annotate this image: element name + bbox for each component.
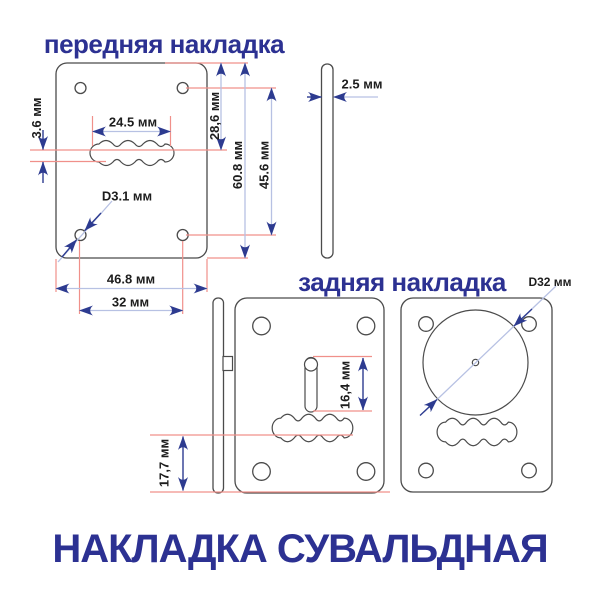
back-plate-title: задняя накладка: [298, 267, 507, 297]
dim-label-hole-span-h: 32 мм: [112, 295, 149, 310]
leader-arrow-circle-d-lower: [419, 398, 438, 417]
back-side-tab: [222, 355, 234, 372]
front-hole-bottom-left: [74, 228, 87, 242]
main-title: НАКЛАДКА СУВАЛЬДНАЯ: [52, 527, 547, 571]
front-hole-top-left: [74, 81, 87, 95]
dim-label-back-slot-len: 16,4 мм: [338, 361, 353, 409]
back-side-strip: [212, 297, 225, 494]
back-hole-bottom-left: [252, 462, 271, 481]
front-plate-title: передняя накладка: [44, 29, 285, 59]
front-plate-side-view: [320, 63, 334, 259]
back-hole-top-left: [252, 316, 271, 336]
front-plate-view: [55, 62, 208, 259]
leader-arrow-circle-d-upper: [513, 308, 533, 327]
leader-arrow-hole-d-lower: [61, 239, 78, 258]
dim-label-hole-d: D3.1 мм: [102, 189, 152, 204]
labels: передняя накладка задняя накладка НАКЛАД…: [29, 29, 572, 571]
leader-arrow-hole-d-upper: [84, 212, 102, 231]
back-slot-top-circle: [303, 357, 319, 372]
dimension-lines: [38, 62, 557, 491]
dim-label-hole-span-v: 45.6 мм: [257, 141, 272, 189]
back-hole-bottom-right: [356, 462, 376, 481]
outer-hole-top-right: [521, 316, 537, 332]
back-hole-top-right: [356, 316, 376, 336]
dim-label-top-to-slot: 28,6 мм: [207, 92, 222, 140]
outer-hole-bottom-left: [418, 462, 434, 479]
outer-hole-bottom-right: [521, 462, 537, 479]
dim-label-circle-d: D32 мм: [528, 275, 571, 289]
front-side-strip: [320, 63, 334, 259]
back-plate-inner-view: [234, 297, 385, 494]
dim-label-plate-height: 60.8 мм: [230, 141, 245, 189]
dim-label-plate-width: 46.8 мм: [107, 272, 155, 287]
dim-label-back-slot-to-bottom: 17,7 мм: [157, 439, 172, 487]
dim-label-thickness: 2.5 мм: [342, 77, 383, 92]
outer-hole-top-left: [418, 316, 434, 332]
dim-label-slot-offset: 3.6 мм: [29, 98, 44, 139]
leader-line-circle-d: [423, 285, 557, 413]
back-plate-outer-view: [400, 297, 553, 493]
back-plate-side-view: [212, 297, 234, 494]
dim-label-slot-width: 24.5 мм: [109, 115, 157, 130]
